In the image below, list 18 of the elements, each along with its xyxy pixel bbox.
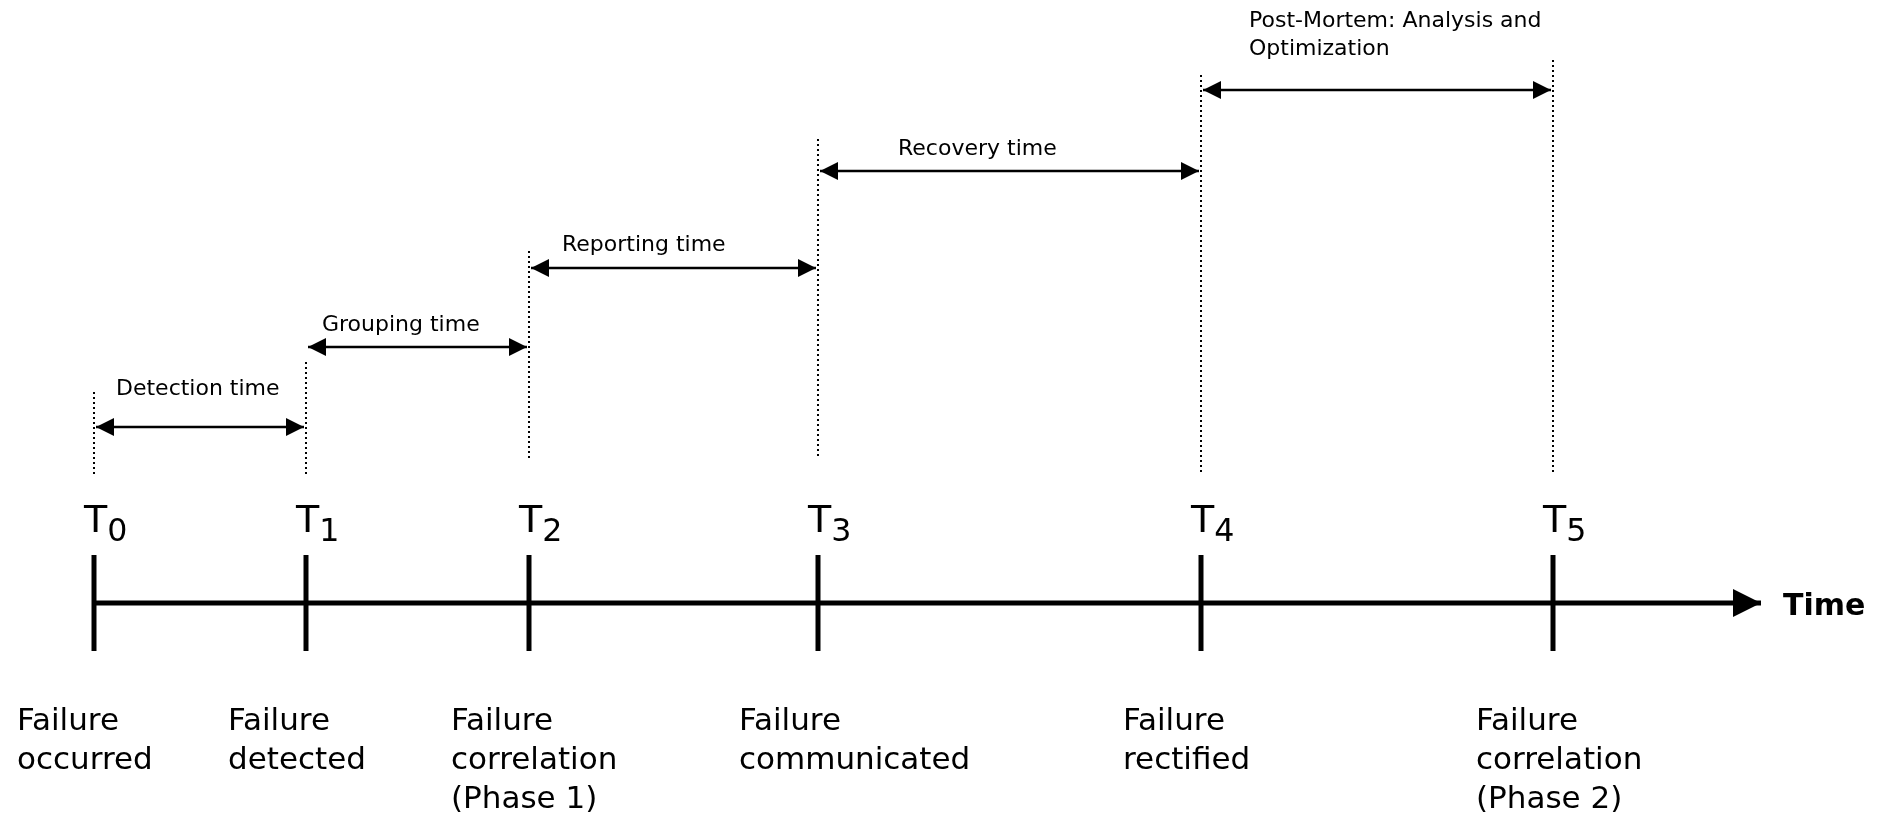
event-label: Failure correlation (Phase 1) (451, 700, 619, 817)
event-label: Failure occurred (17, 700, 154, 778)
time-point-label: T$_{1}$ (296, 496, 340, 550)
time-point-label: T$_{2}$ (519, 496, 563, 550)
event-label: Failure communicated (739, 700, 972, 778)
event-label: Failure rectified (1123, 700, 1252, 778)
duration-label: Grouping time (322, 310, 480, 338)
event-label: Failure correlation (Phase 2) (1476, 700, 1644, 817)
time-point-label: T$_{3}$ (808, 496, 852, 550)
duration-label: Post-Mortem: Analysis and Optimization (1249, 6, 1543, 61)
time-point-label: T$_{0}$ (84, 496, 128, 550)
duration-label: Detection time (116, 374, 280, 402)
duration-label: Recovery time (898, 134, 1057, 162)
axis-label: Time (1783, 586, 1866, 624)
time-point-label: T$_{5}$ (1543, 496, 1587, 550)
time-point-label: T$_{4}$ (1191, 496, 1235, 550)
event-label: Failure detected (228, 700, 367, 778)
duration-label: Reporting time (562, 230, 726, 258)
